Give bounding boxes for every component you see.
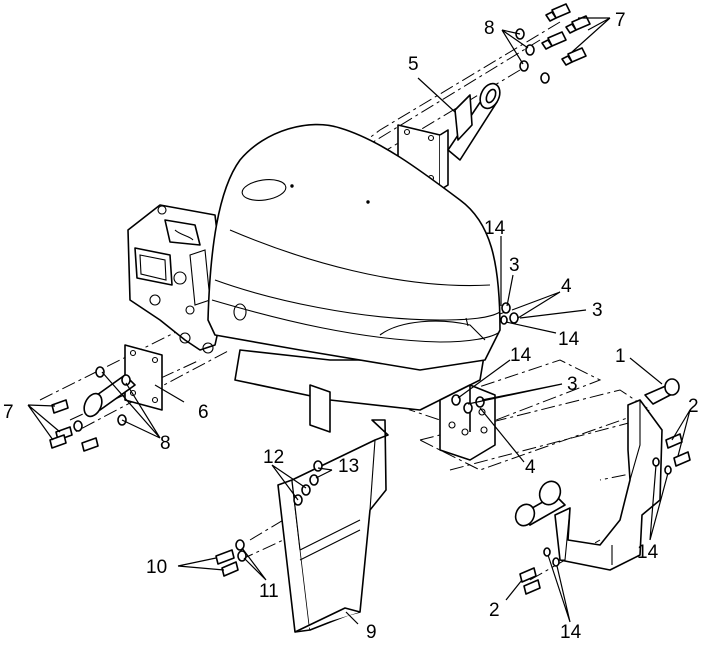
rear-mount-tube-part-6: [83, 344, 163, 418]
callout-9: 9: [366, 622, 377, 643]
bolt-7-left-1: [51, 399, 69, 414]
bolts-10: [215, 549, 239, 577]
callout-2-right: 2: [688, 396, 699, 417]
support-frame-part-9: [277, 419, 389, 633]
callout-4-a: 4: [561, 276, 572, 297]
bolt-7-left-3: [49, 434, 67, 449]
callout-14-d: 14: [637, 542, 659, 563]
callout-2-bottom: 2: [489, 600, 500, 621]
engine-cover-hood: [207, 123, 501, 433]
callout-14-b: 14: [558, 329, 580, 350]
callout-8-left: 8: [160, 433, 171, 454]
washers-8-top: [515, 28, 550, 84]
bolt-7-left-4: [81, 437, 99, 452]
callout-3-a: 3: [509, 255, 520, 276]
engine-block: [127, 204, 226, 354]
callout-4-b: 4: [525, 457, 536, 478]
callout-7-top: 7: [615, 10, 626, 31]
callout-1: 1: [615, 346, 626, 367]
washers-8-left: [73, 366, 131, 432]
bolts-2-right: [665, 433, 691, 467]
callout-14-e: 14: [560, 622, 582, 643]
callout-10: 10: [146, 557, 167, 578]
bolt-7-top-4: [561, 47, 587, 66]
callout-13: 13: [338, 456, 359, 477]
bolt-7-top-1: [545, 3, 571, 22]
right-mount-bracket: [439, 384, 496, 461]
callout-12: 12: [263, 447, 284, 468]
bolts-2-bottom: [519, 567, 541, 595]
callout-11: 11: [259, 581, 279, 602]
callout-labels: 7 8 5 14 3 4 3 14 14 3 4 1 2 14 7 6 8 12…: [3, 10, 699, 643]
callout-3-b: 3: [592, 300, 603, 321]
callout-3-c: 3: [567, 374, 578, 395]
rear-bracket-part-1: [514, 378, 680, 571]
callout-14-c: 14: [510, 345, 532, 366]
callout-leader-lines: [27, 17, 691, 625]
callout-5: 5: [408, 54, 419, 75]
bolt-7-top-2: [565, 15, 591, 34]
callout-8-top: 8: [484, 18, 495, 39]
bolt-7-top-3: [541, 31, 567, 50]
callout-6: 6: [198, 402, 209, 423]
fastener-bolts: [49, 3, 691, 595]
callout-14-a: 14: [484, 218, 506, 239]
callout-7-left: 7: [3, 402, 14, 423]
